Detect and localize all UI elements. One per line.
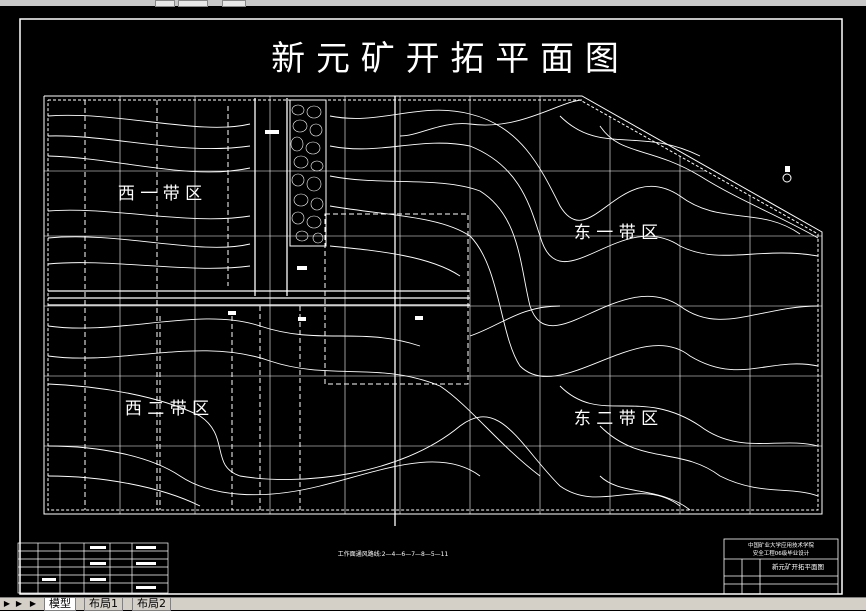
title-block-drawing-name: 新元矿开拓平面图 <box>772 562 824 571</box>
drawing-border <box>19 18 843 595</box>
main-roadways <box>48 96 470 526</box>
toolbar-button[interactable] <box>178 0 208 7</box>
legend-symbols <box>42 546 156 589</box>
tab-model[interactable]: 模型 <box>44 598 76 611</box>
pillar-hatch <box>290 104 324 244</box>
title-block-project: 安全工程06级毕业设计 <box>753 549 810 557</box>
tab-layout2[interactable]: 布局2 <box>132 598 171 611</box>
layout-tab-bar: ▶ ▶ ▶ 模型 布局1 布局2 <box>0 597 866 611</box>
tab-nav-next-icon[interactable]: ▶ <box>29 599 37 608</box>
shaft-pillar <box>289 99 327 247</box>
zone-label-east1: 东 一 带 区 <box>574 223 658 243</box>
tab-nav-prev-icon[interactable]: ▶ <box>15 599 23 608</box>
tab-nav-first-icon[interactable]: ▶ <box>3 599 11 608</box>
top-toolbar-strip <box>0 0 866 7</box>
north-arrow <box>782 173 792 183</box>
zone-label-east2: 东 二 带 区 <box>574 409 658 429</box>
drawing-canvas[interactable]: 新 元 矿 开 拓 平 面 图 <box>0 6 866 597</box>
map-outline <box>43 95 823 515</box>
ventilation-route-note: 工作面通风路线:2—4—6—7—8—5—11 <box>338 550 449 558</box>
equipment-markers <box>228 130 790 321</box>
cad-drawing: 新 元 矿 开 拓 平 面 图 <box>17 18 843 595</box>
legend-table <box>17 542 169 594</box>
title-block <box>723 538 839 595</box>
toolbar-button[interactable] <box>155 0 175 7</box>
contour-lines <box>47 99 819 511</box>
title-block-school: 中国矿业大学应用技术学院 <box>748 541 815 549</box>
tab-layout1[interactable]: 布局1 <box>84 598 123 611</box>
toolbar-button[interactable] <box>222 0 246 7</box>
drawing-title: 新 元 矿 开 拓 平 面 图 <box>271 39 619 79</box>
zone-label-west1: 西 一 带 区 <box>118 184 202 204</box>
zone-label-west2: 西 二 带 区 <box>125 399 209 419</box>
